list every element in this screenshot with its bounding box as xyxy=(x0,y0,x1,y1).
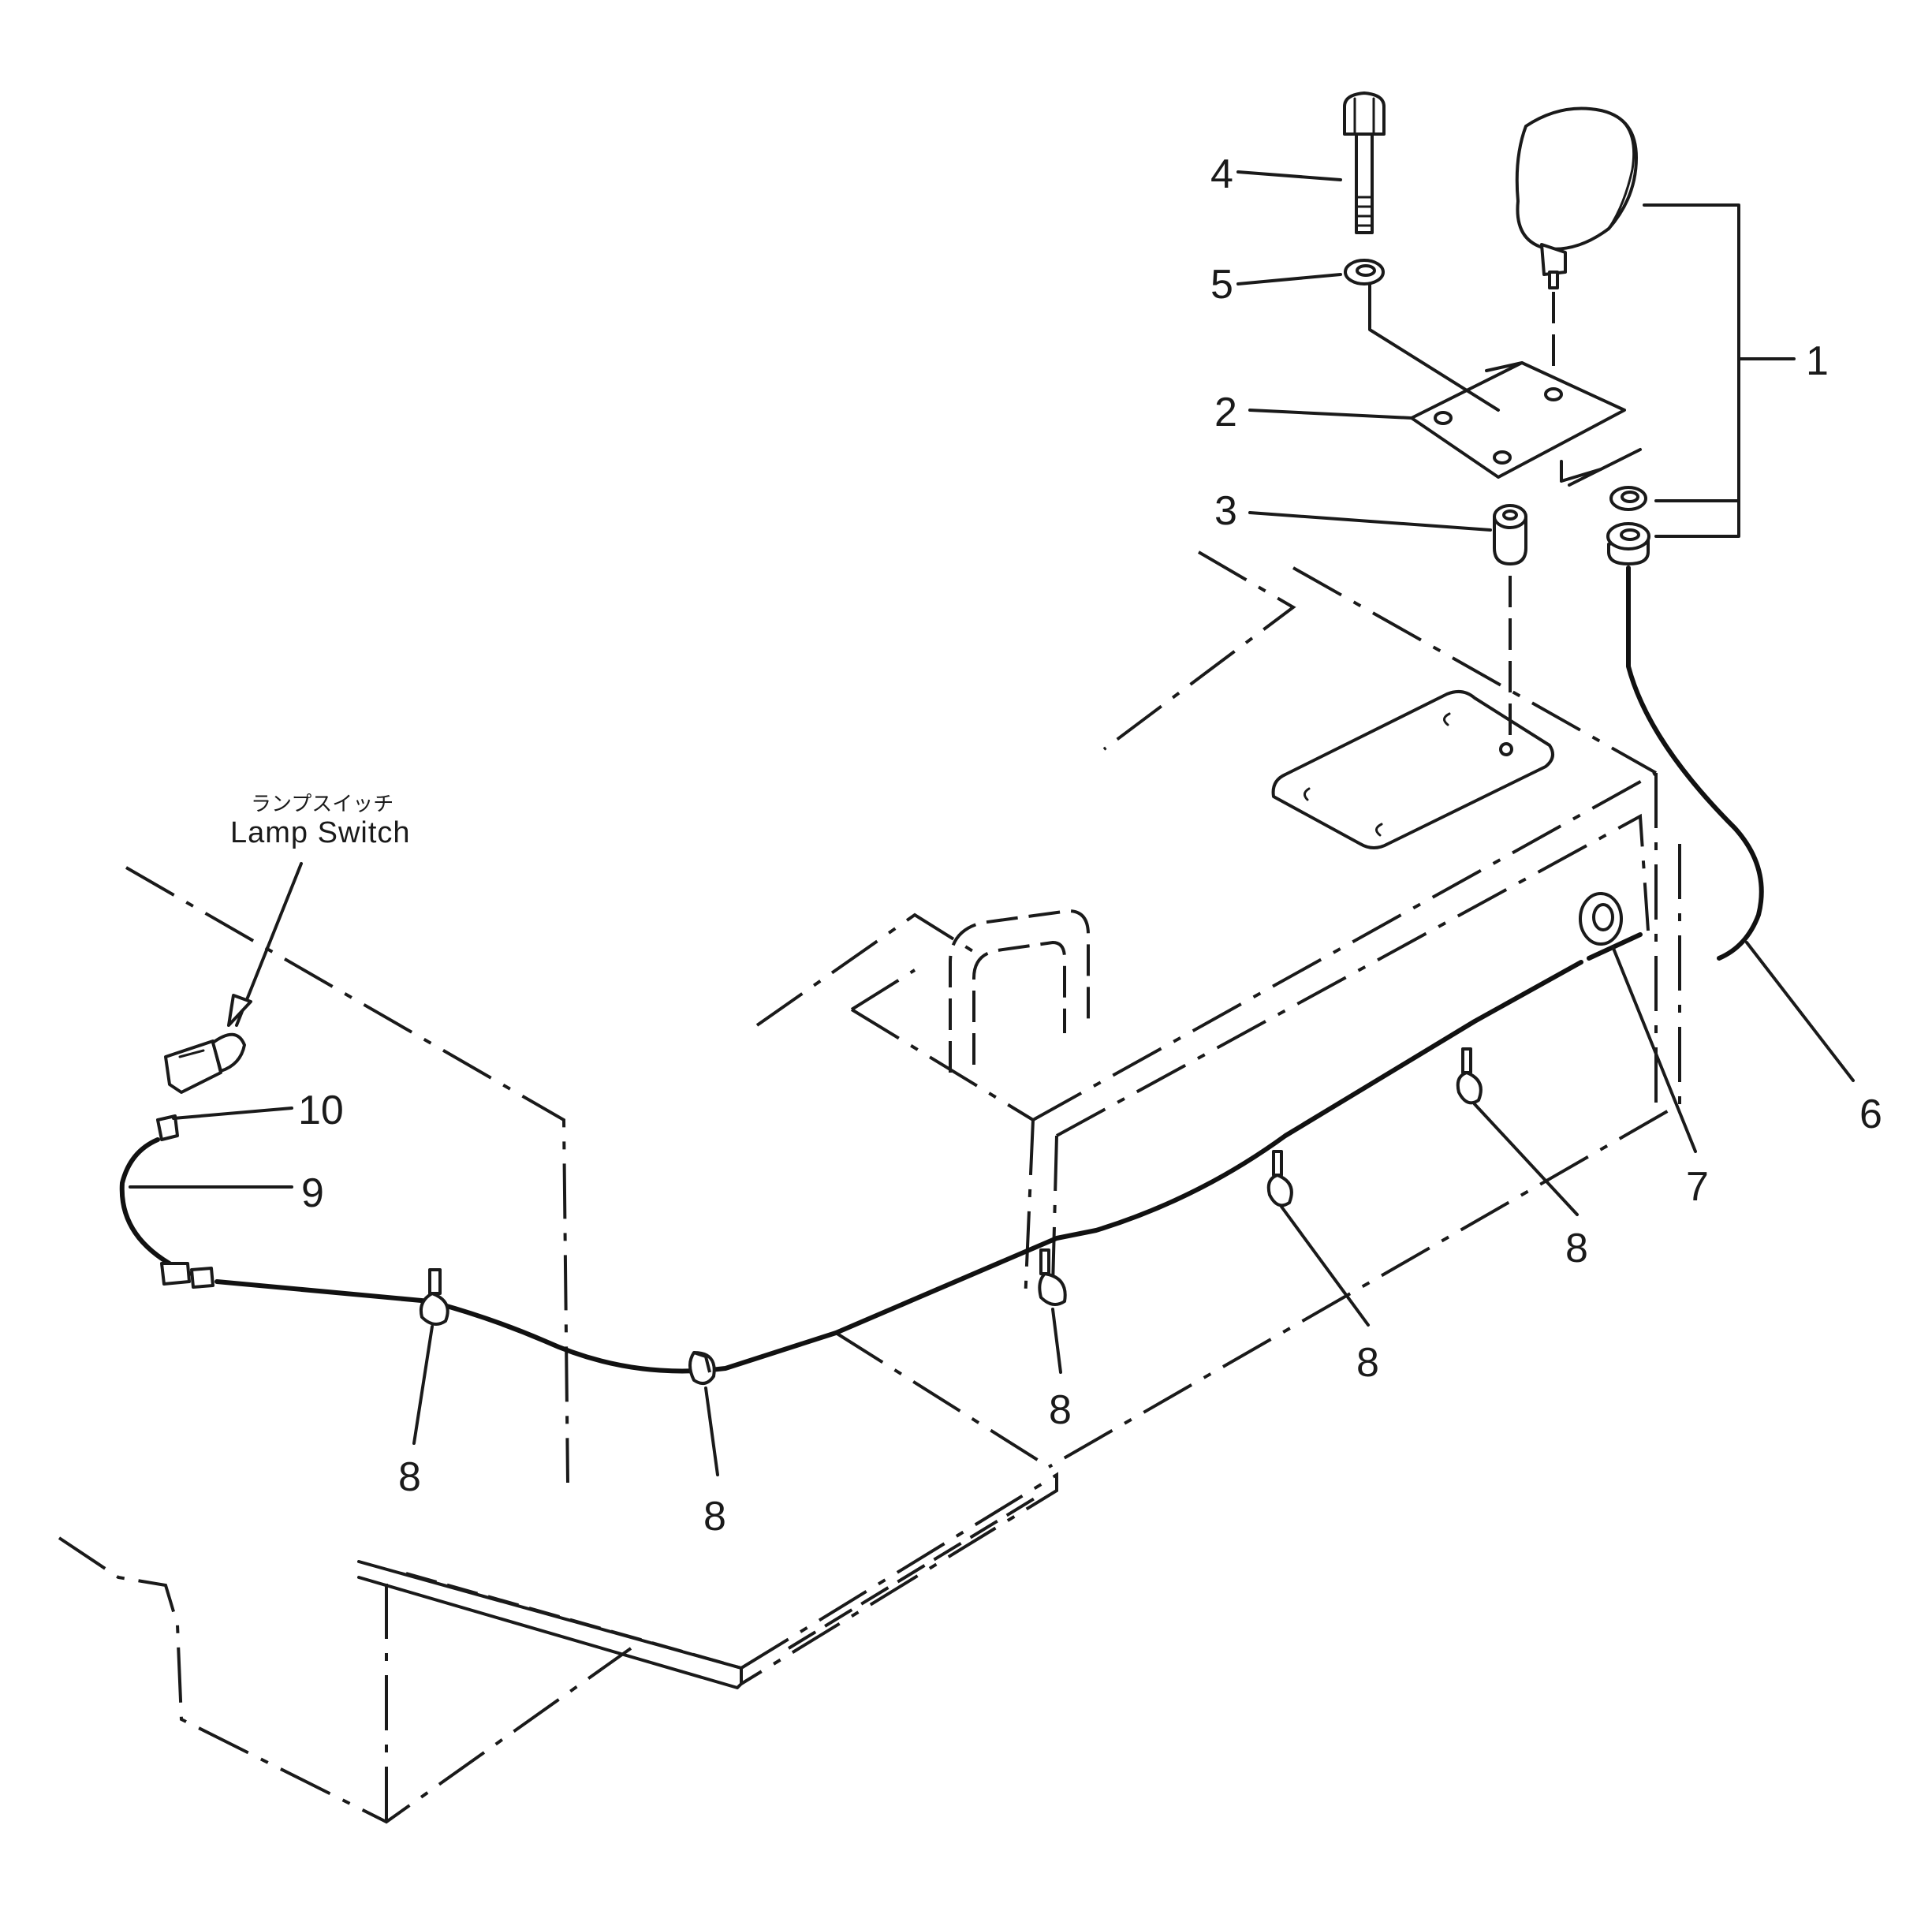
leader-lines xyxy=(129,170,1855,1476)
callout-9: 9 xyxy=(301,1170,324,1216)
callout-8d: 8 xyxy=(703,1494,726,1539)
work-lamp xyxy=(1515,106,1638,379)
grab-handle xyxy=(949,909,1090,1073)
spacer-collar xyxy=(1493,504,1527,741)
wiring-harness xyxy=(119,565,1764,1374)
lock-washer xyxy=(1344,259,1500,412)
lamp-switch-label: Lamp Switch xyxy=(230,816,411,849)
clip-4 xyxy=(688,1351,716,1385)
callout-8e: 8 xyxy=(398,1454,421,1500)
clip-5 xyxy=(419,1268,449,1326)
callout-7: 7 xyxy=(1686,1164,1709,1210)
machine-body-outline xyxy=(58,550,1681,1824)
bolt xyxy=(1343,91,1386,234)
callout-6: 6 xyxy=(1859,1092,1882,1137)
lamp-switch xyxy=(164,1032,246,1094)
washer-and-nut xyxy=(1606,486,1650,565)
callout-2: 2 xyxy=(1214,390,1237,435)
callout-8c: 8 xyxy=(1049,1387,1072,1433)
callout-labels: 1 2 3 4 5 6 7 8 8 8 8 8 9 10 ランプスイッチ Lam… xyxy=(230,151,1882,1539)
callout-4: 4 xyxy=(1210,151,1233,197)
harness-clips xyxy=(419,1047,1483,1385)
clip-2 xyxy=(1266,1150,1293,1207)
lamp-switch-label-jp: ランプスイッチ xyxy=(251,793,393,816)
callout-8b: 8 xyxy=(1356,1340,1379,1386)
callout-8a: 8 xyxy=(1565,1226,1588,1271)
mounting-base-plate xyxy=(1271,689,1554,849)
lamp-bracket xyxy=(1410,361,1642,487)
clip-3 xyxy=(1038,1248,1067,1306)
callout-10: 10 xyxy=(298,1088,344,1133)
callout-5: 5 xyxy=(1210,262,1233,308)
callout-1: 1 xyxy=(1806,338,1829,384)
clip-1 xyxy=(1456,1047,1483,1105)
front-step-plate xyxy=(357,1472,1058,1689)
grommet xyxy=(1579,892,1623,946)
callout-3: 3 xyxy=(1214,488,1237,534)
